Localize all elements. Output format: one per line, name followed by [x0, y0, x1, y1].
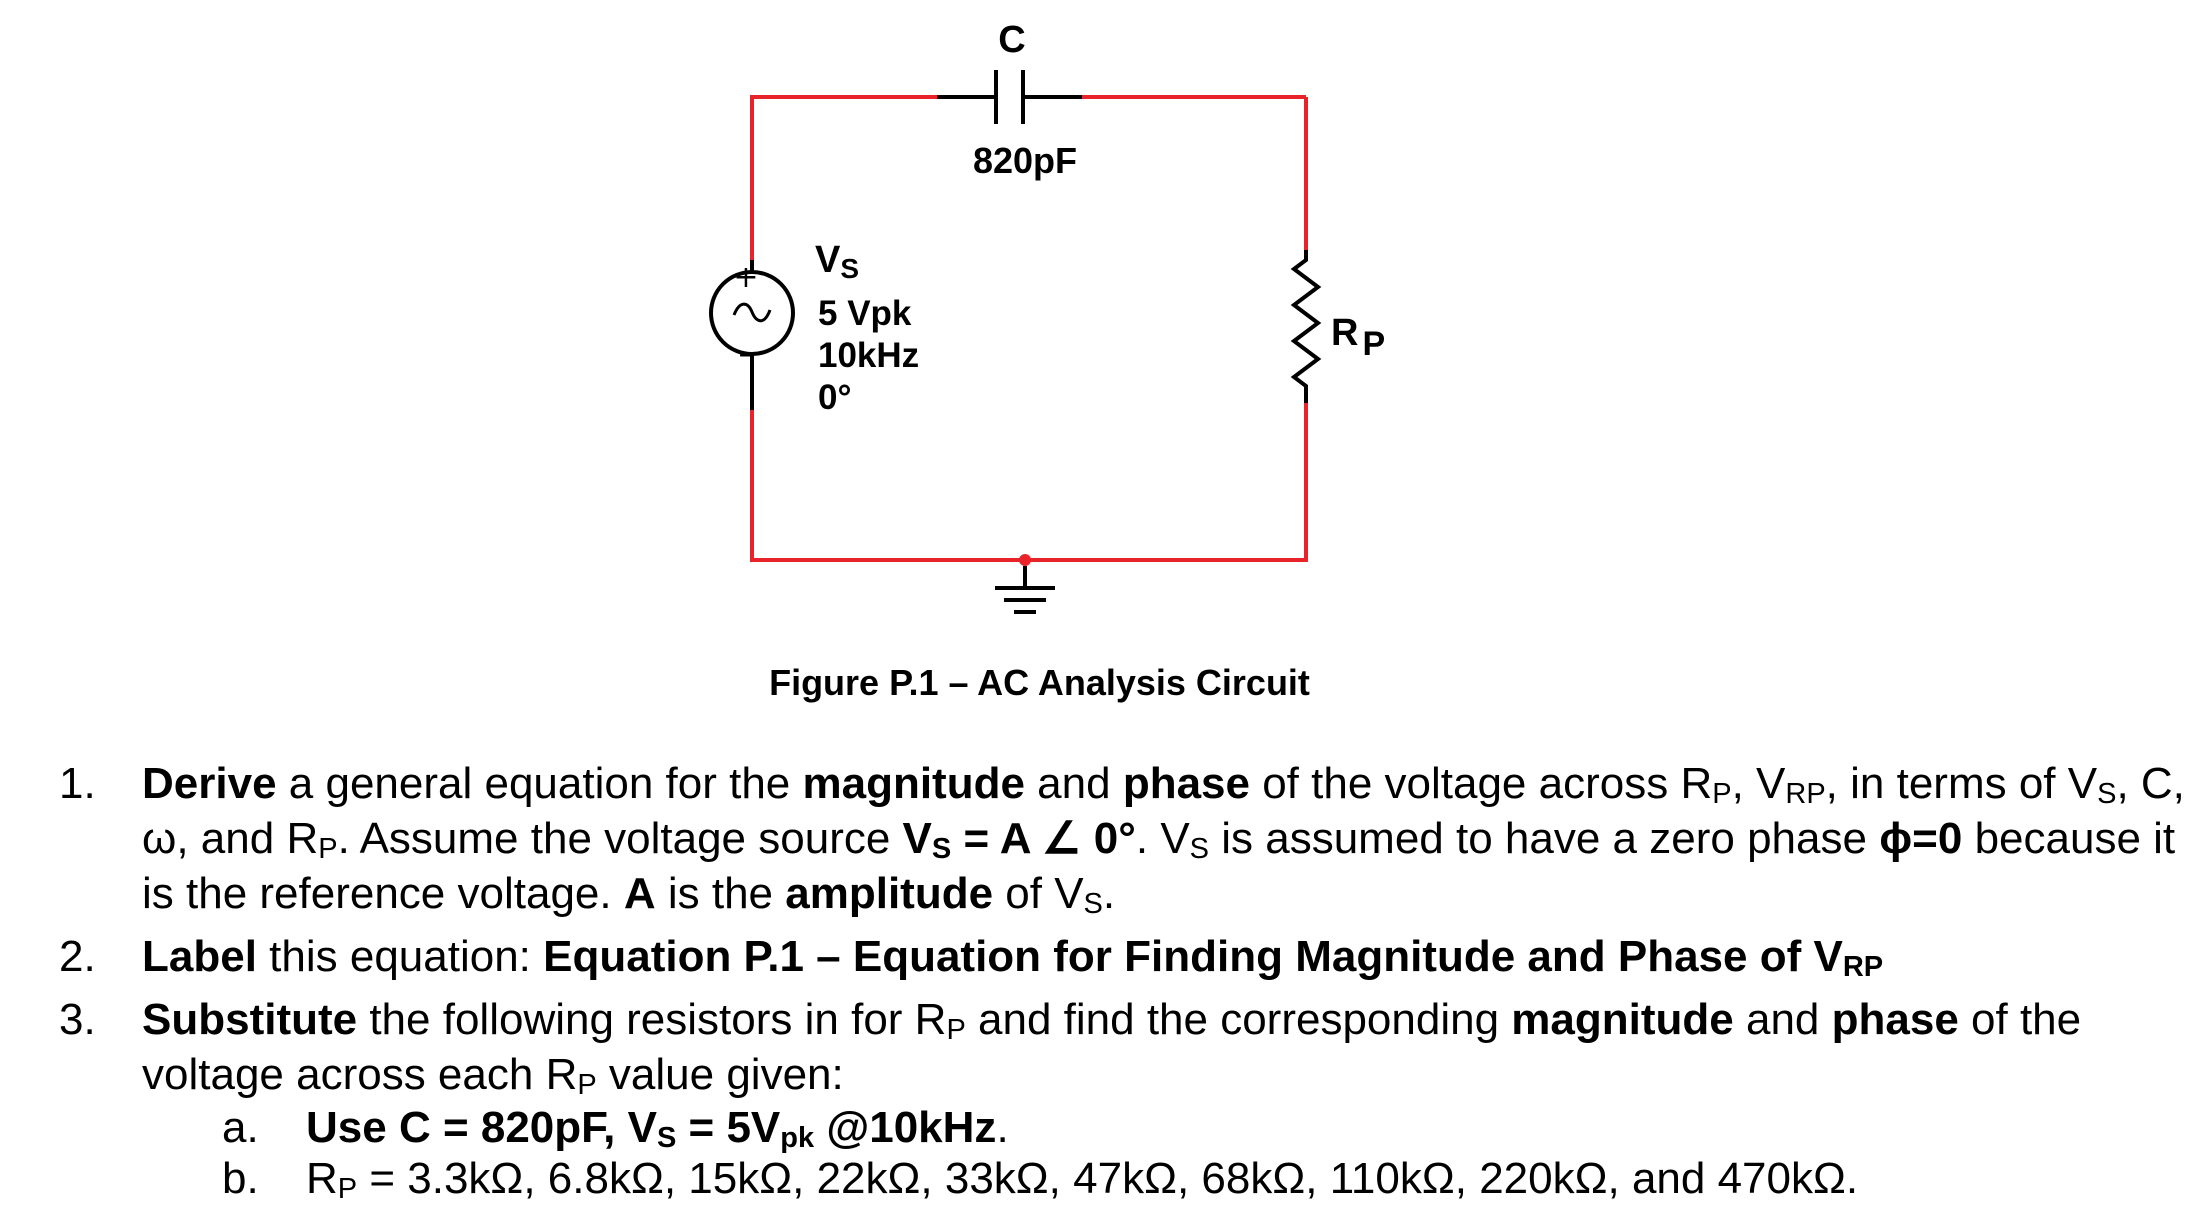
capacitor-c: [937, 70, 1082, 124]
source-minus: –: [739, 336, 754, 371]
list-item-3: 3.Substitute the following resistors in …: [59, 995, 2082, 1101]
list-item-2: 2.Label this equation: Equation P.1 – Eq…: [59, 932, 1884, 983]
list-item-3a: a.Use C = 820pF, VS = 5Vpk @10kHz.: [222, 1103, 1009, 1154]
wire-right-lower: [750, 403, 1308, 562]
ac-wave-icon: [732, 302, 772, 323]
source-frequency: 10kHz: [818, 336, 919, 375]
ground-node: [1019, 554, 1031, 566]
capacitor-label: C: [998, 19, 1025, 61]
source-amplitude: 5 Vpk: [818, 294, 912, 333]
source-phase: 0°: [818, 378, 851, 417]
ac-source-symbol: [709, 260, 795, 410]
figure-caption: Figure P.1 – AC Analysis Circuit: [769, 662, 1310, 703]
instruction-list: 1.Derive a general equation for the magn…: [0, 756, 2198, 1204]
source-plus: +: [733, 260, 758, 295]
resistor-rp: [1290, 250, 1322, 403]
list-item-1: 1.Derive a general equation for the magn…: [59, 759, 2185, 920]
list-item-3b: b.RP = 3.3kΩ, 6.8kΩ, 15kΩ, 22kΩ, 33kΩ, 4…: [222, 1154, 1859, 1205]
ground-icon: [995, 566, 1055, 614]
capacitor-value: 820pF: [973, 140, 1077, 181]
wire-top-left: [750, 95, 937, 260]
source-label: VS: [815, 239, 859, 284]
